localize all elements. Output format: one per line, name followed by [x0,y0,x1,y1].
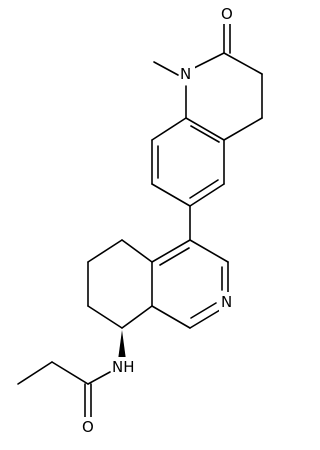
bond-n-methyl [153,61,179,76]
atom-label-o-amide: O [82,418,94,436]
bond-c4-c3 [189,239,229,263]
bond-c4-c4a-bottom-inner [159,247,190,266]
bond-c7-c6 [151,183,191,207]
bond-nh-carbonyl [87,371,111,385]
propanamide-group [17,361,111,418]
bond-n2-c1-inner [190,302,217,319]
bond-c8a-c8 [151,117,187,141]
bond-c8-c8a [121,305,153,329]
bond-ch2-ch3 [17,361,53,385]
atom-label-n-pyridine: N [221,293,232,311]
atom-label-n-lactam: N [180,65,191,83]
atom-label-nh-amide: NH [112,358,135,376]
bond-carbonyl-ch2 [51,361,89,385]
bond-c1-c8a [151,305,191,329]
bond-c8a-c4a [185,117,225,141]
bond-c2-c3 [223,52,263,75]
atom-label-o-lactam: O [221,5,233,23]
stereo-wedge-bond [118,330,126,360]
bond-n2-c1 [189,309,221,329]
bond-c6-c5 [189,183,225,207]
dihydroquinolinone-group [151,21,263,207]
bond-c5-c6 [87,239,123,263]
chemical-structure-diagram: N O N NH O [17,4,263,437]
bond-c7-c8 [87,305,123,329]
bond-c6-c5-inner [189,179,219,199]
atom-labels: N O N NH O [80,4,235,437]
bond-c8a-c4a-inner [190,125,220,143]
bond-c4-c4a [223,117,263,141]
tetrahydroisoquinoline-group [87,239,229,329]
bond-c4a-c5 [121,239,153,263]
bond-n1-c2 [193,52,225,69]
bond-c4-c4a-bottom [151,239,191,263]
